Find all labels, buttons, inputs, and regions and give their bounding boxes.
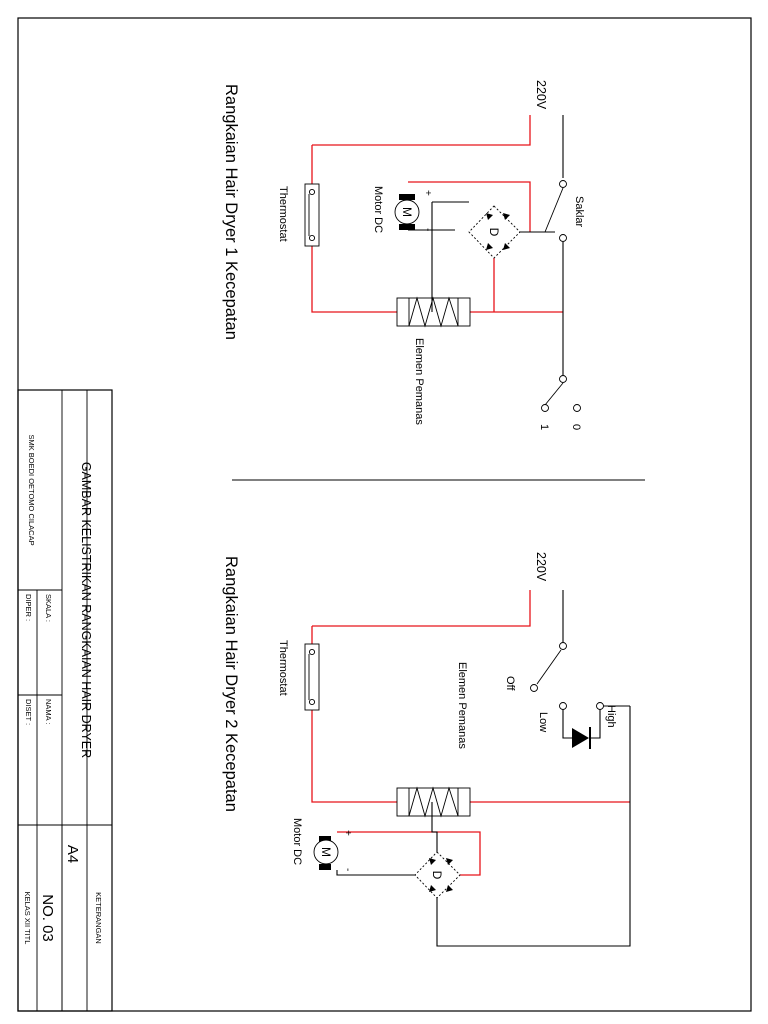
skala-label: SKALA : [44, 594, 53, 622]
switch-pos-0: 0 [570, 424, 582, 430]
heating-element-1: Elemen Pemanas [396, 296, 471, 425]
heater-label-1: Elemen Pemanas [413, 338, 425, 425]
circuit-2-title: Rangkaian Hair Dryer 2 Kecepatan [222, 556, 240, 812]
motor-minus-2: - [342, 868, 353, 871]
bridge-rectifier-1: D [468, 205, 521, 259]
thermostat-label-2: Thermostat [277, 640, 289, 696]
diset-label: DISET : [24, 699, 33, 725]
diper-label: DIPER : [24, 594, 33, 621]
title-block: GAMBAR KELISTRIKAN RANGKAIAN HAIR DRYER … [23, 434, 103, 944]
kelas-label: KELAS XII TITL [23, 892, 32, 945]
motor-label-1: Motor DC [372, 186, 384, 233]
motor-symbol-1: M [400, 207, 414, 217]
source-label-1: 220V [534, 80, 548, 110]
sheet-number: NO. 03 [39, 894, 56, 942]
motor-plus-1: + [422, 190, 433, 196]
nama-label: NAMA : [44, 699, 53, 724]
thermostat-1: Thermostat [277, 183, 320, 247]
switch-high-label: High [605, 705, 617, 728]
switch-0-1: 0 1 [538, 375, 582, 430]
heating-element-2: Elemen Pemanas [396, 662, 471, 818]
switch-low-label: Low [537, 712, 549, 732]
thermostat-2: Thermostat [277, 640, 320, 711]
motor-plus-2: + [342, 830, 353, 836]
switch-label: Saklar [573, 196, 585, 228]
motor-dc-1: M + - Motor DC [372, 186, 433, 233]
source-label-2: 220V [534, 552, 548, 582]
bridge-label-1: D [487, 228, 501, 237]
switch-pos-1: 1 [538, 424, 550, 430]
motor-symbol-2: M [319, 847, 333, 857]
drawing-title: GAMBAR KELISTRIKAN RANGKAIAN HAIR DRYER [79, 462, 93, 758]
bridge-rectifier-2: D [414, 851, 461, 899]
keterangan-label: KETERANGAN [94, 892, 103, 944]
drawing-frame [17, 17, 752, 1012]
school-name: SMK BOEDI OETOMO CILACAP [27, 434, 36, 545]
heater-label-2: Elemen Pemanas [456, 662, 468, 749]
motor-dc-2: M + - Motor DC [291, 818, 353, 871]
motor-minus-1: - [422, 228, 433, 231]
switch-saklar: Saklar [544, 180, 585, 242]
diode [572, 727, 591, 749]
thermostat-label-1: Thermostat [277, 186, 289, 242]
switch-off-label: Off [504, 676, 516, 691]
switch-off-low-high: Off Low High [504, 642, 617, 732]
circuit-1: Rangkaian Hair Dryer 1 Kecepatan 220V Sa… [222, 80, 585, 430]
bridge-label-2: D [430, 871, 444, 880]
sheet-size: A4 [64, 845, 81, 863]
motor-label-2: Motor DC [291, 818, 303, 865]
wire [312, 115, 531, 146]
circuit-2: Rangkaian Hair Dryer 2 Kecepatan 220V Of… [222, 552, 631, 947]
circuit-1-title: Rangkaian Hair Dryer 1 Kecepatan [222, 84, 240, 340]
